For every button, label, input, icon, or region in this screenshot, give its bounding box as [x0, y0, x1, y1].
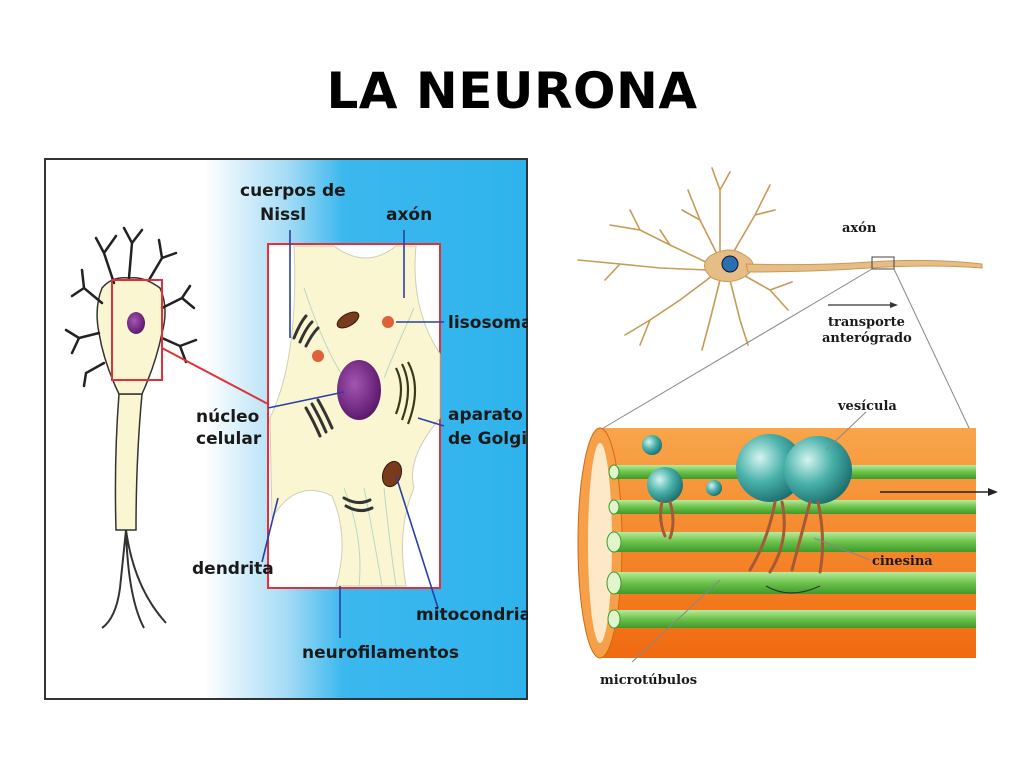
neuron-illustration: [577, 167, 983, 431]
label-nissl-2: Nissl: [260, 205, 306, 225]
label-cinesina: cinesina: [872, 554, 933, 569]
small-nucleus: [127, 312, 145, 334]
nucleus: [337, 360, 381, 420]
right-leader-lines: [631, 411, 871, 663]
axon-zoom-box: [871, 256, 895, 270]
label-transporte-1: transporte: [828, 315, 905, 330]
label-nissl-1: cuerpos de: [240, 181, 346, 201]
label-lisosoma: lisosoma: [448, 313, 528, 333]
transport-arrowhead: [988, 488, 998, 496]
zoom-connector: [161, 347, 269, 405]
zoom-box-small: [111, 279, 163, 381]
label-golgi-2: de Golgi: [448, 429, 527, 449]
label-dendrita: dendrita: [192, 559, 274, 579]
label-nucleo-2: celular: [196, 429, 262, 449]
golgi-apparatus: [394, 361, 417, 425]
label-axon-right: axón: [842, 221, 877, 236]
kinesin-motors: [659, 500, 825, 574]
zoom-line-left: [599, 268, 873, 431]
transport-direction-arrowhead: [890, 302, 898, 308]
movement-arrow: [765, 585, 821, 594]
neuron-anatomy-figure: cuerpos de Nissl axón lisosoma núcleo ce…: [44, 158, 528, 700]
neuron-nucleus: [721, 255, 739, 273]
axonal-transport-figure: axón transporte anterógrado vesícula cin…: [577, 167, 998, 688]
label-mitocondria: mitocondria: [416, 605, 528, 625]
label-axon-left: axón: [386, 205, 432, 225]
zoom-line-right: [893, 268, 971, 431]
nissl-bodies: [292, 314, 374, 513]
label-nucleo-1: núcleo: [196, 407, 259, 427]
label-vesicula: vesícula: [837, 399, 897, 414]
label-golgi-1: aparato: [448, 405, 523, 425]
label-transporte-2: anterógrado: [822, 331, 912, 346]
vesicles: [642, 434, 852, 504]
lysosome-2: [312, 350, 324, 362]
small-neuron-dendrites: [64, 226, 198, 388]
label-microtubulos: microtúbulos: [600, 673, 697, 688]
neurofilament-lines: [303, 287, 415, 587]
axon-tube-inner: [588, 443, 612, 643]
microtubules: [606, 464, 976, 629]
leader-lines: [261, 230, 445, 638]
lysosome-1: [382, 316, 394, 328]
label-neurofilamentos: neurofilamentos: [302, 643, 459, 663]
slide-title: LA NEURONA: [326, 62, 698, 120]
mitochondrion-1: [336, 311, 360, 329]
